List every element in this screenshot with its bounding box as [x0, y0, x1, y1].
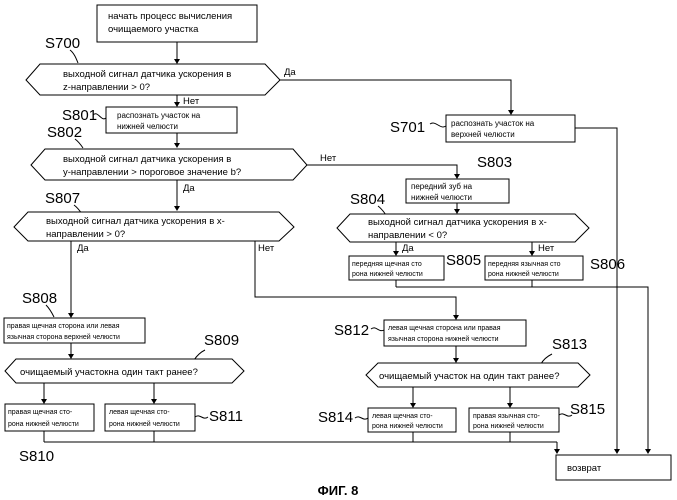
label-s810: S810 [19, 448, 54, 465]
d804-line2: направлении < 0? [368, 230, 447, 241]
label-s808: S808 [22, 290, 57, 307]
b701-line2: верхней челюсти [451, 130, 515, 139]
b701-line1: распознать участок на [451, 119, 535, 128]
d802-yes: Да [183, 183, 195, 194]
figure-caption: ФИГ. 8 [318, 483, 359, 498]
decision-s807: выходной сигнал датчика ускорения в x- н… [14, 212, 294, 241]
b803-line2: нижней челюсти [411, 193, 472, 202]
start-text-line2: очищаемого участка [108, 24, 199, 35]
b801-line1: распознать участок на [117, 111, 201, 120]
box-s808: правая щечная сторона или левая язычная … [4, 318, 145, 343]
label-s811: S811 [209, 408, 243, 425]
box-s814: левая щечная сто- рона нижней челюсти [368, 408, 456, 432]
decision-s804: выходной сигнал датчика ускорения в x- н… [337, 214, 589, 242]
b808-line1: правая щечная сторона или левая [7, 323, 120, 330]
return-text: возврат [567, 463, 602, 474]
box-s815: правая язычная сто- рона нижней челюсти [469, 408, 559, 432]
label-s812: S812 [334, 322, 369, 339]
d700-line2: z-направлении > 0? [63, 82, 150, 93]
box-s805: передняя щечная сто рона нижней челюсти [349, 256, 444, 280]
d700-yes: Да [284, 67, 296, 78]
d807-line2: направлении > 0? [46, 229, 125, 240]
d700-no: Нет [183, 96, 200, 107]
label-s807: S807 [45, 190, 80, 207]
label-s809: S809 [204, 332, 239, 349]
box-s801: распознать участок на нижней челюсти [106, 107, 237, 133]
start-box: начать процесс вычисления очищаемого уча… [97, 5, 257, 42]
start-text-line1: начать процесс вычисления [108, 11, 232, 22]
d804-yes: Да [402, 243, 414, 254]
b812-line2: язычная сторона нижней челюсти [388, 335, 499, 343]
d807-yes: Да [77, 243, 89, 254]
box-s811: левая щечная сто- рона нижней челюсти [105, 404, 195, 431]
b814-line2: рона нижней челюсти [372, 422, 443, 430]
b815-line1: правая язычная сто- [473, 413, 541, 420]
label-s813: S813 [552, 336, 587, 353]
d802-line1: выходной сигнал датчика ускорения в [63, 154, 231, 165]
d700-line1: выходной сигнал датчика ускорения в [63, 69, 231, 80]
label-s801: S801 [62, 107, 97, 124]
b815-line2: рона нижней челюсти [473, 422, 544, 430]
b806-line2: рона нижней челюсти [488, 270, 559, 278]
d809-text: очищаемый участокна один такт ранее? [20, 367, 198, 378]
box-s806: передняя язычная сто рона нижней челюсти [485, 256, 583, 280]
label-s803: S803 [477, 154, 512, 171]
b803-line1: передний зуб на [411, 182, 473, 191]
b810-line2: рона нижней челюсти [8, 420, 79, 428]
label-s804: S804 [350, 191, 385, 208]
label-s814: S814 [318, 409, 353, 426]
d804-no: Нет [538, 243, 555, 254]
d807-no: Нет [258, 243, 275, 254]
b806-line1: передняя язычная сто [488, 261, 561, 268]
label-s806: S806 [590, 256, 625, 273]
b805-line1: передняя щечная сто [352, 261, 422, 268]
box-s803: передний зуб на нижней челюсти [406, 179, 509, 203]
b811-line2: рона нижней челюсти [109, 420, 180, 428]
box-s812: левая щечная сторона или правая язычная … [384, 320, 526, 346]
label-s815: S815 [570, 401, 605, 418]
d813-text: очищаемый участок на один такт ранее? [379, 371, 560, 382]
return-box: возврат [556, 455, 671, 480]
label-s700: S700 [45, 35, 80, 52]
b812-line1: левая щечная сторона или правая [388, 325, 501, 332]
b810-line1: правая щечная сто- [8, 409, 73, 416]
decision-s809: очищаемый участокна один такт ранее? [5, 359, 244, 383]
b805-line2: рона нижней челюсти [352, 270, 423, 278]
d802-no: Нет [320, 153, 337, 164]
label-s805: S805 [446, 252, 481, 269]
b801-line2: нижней челюсти [117, 122, 178, 131]
decision-s802: выходной сигнал датчика ускорения в y-на… [31, 149, 307, 180]
decision-s700: выходной сигнал датчика ускорения в z-на… [26, 64, 280, 95]
label-s802: S802 [47, 124, 82, 141]
b811-line1: левая щечная сто- [109, 409, 170, 416]
box-s701: распознать участок на верхней челюсти [446, 115, 575, 142]
d802-line2: y-направлении > пороговое значение b? [63, 167, 241, 178]
b814-line1: левая щечная сто- [372, 413, 433, 420]
label-s701: S701 [390, 119, 425, 136]
d804-line1: выходной сигнал датчика ускорения в x- [368, 217, 547, 228]
box-s810: правая щечная сто- рона нижней челюсти [5, 404, 94, 431]
decision-s813: очищаемый участок на один такт ранее? [366, 363, 590, 387]
b808-line2: язычная сторона верхней челюсти [7, 333, 120, 341]
d807-line1: выходной сигнал датчика ускорения в x- [46, 216, 225, 227]
